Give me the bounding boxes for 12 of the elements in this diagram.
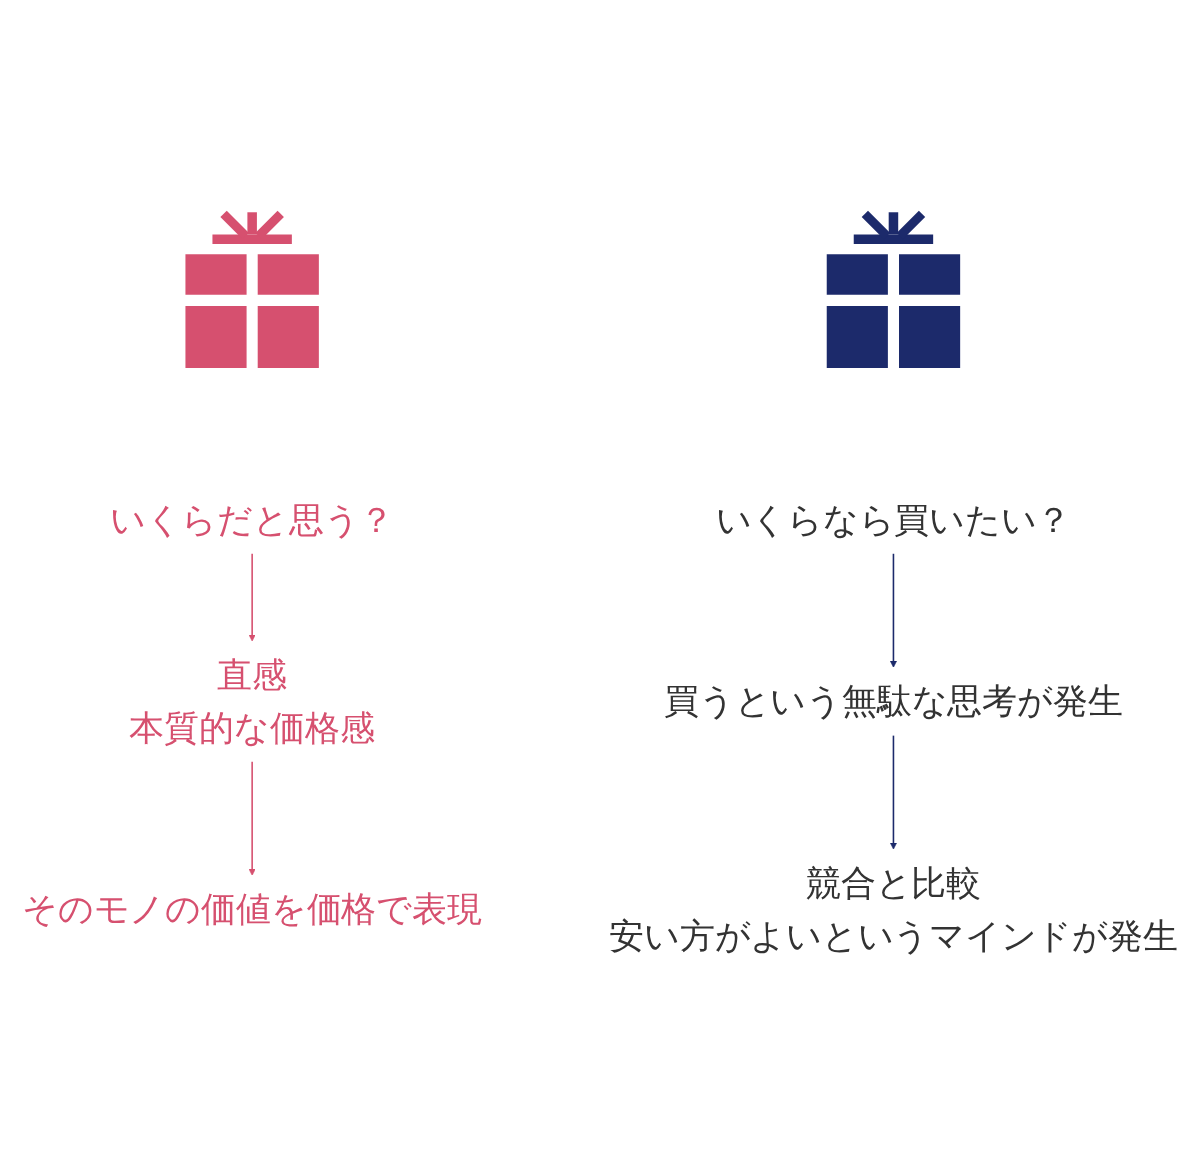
node-text: いくらだと思う？: [109, 498, 395, 540]
gift-icon: [826, 210, 961, 368]
node-text: いくらなら買いたい？: [715, 498, 1072, 540]
node-text: 直感 本質的な価格感: [129, 654, 375, 748]
node-text: そのモノの価値を価格で表現: [22, 888, 483, 930]
node-text: 買うという無駄な思考が発生: [663, 680, 1123, 722]
node-text: 競合と比較 安い方がよいというマインドが発生: [609, 862, 1178, 956]
gift-icon: [185, 210, 319, 368]
arrow: [248, 552, 256, 642]
arrow: [248, 761, 256, 876]
arrow: [889, 552, 897, 668]
arrow: [889, 734, 897, 850]
